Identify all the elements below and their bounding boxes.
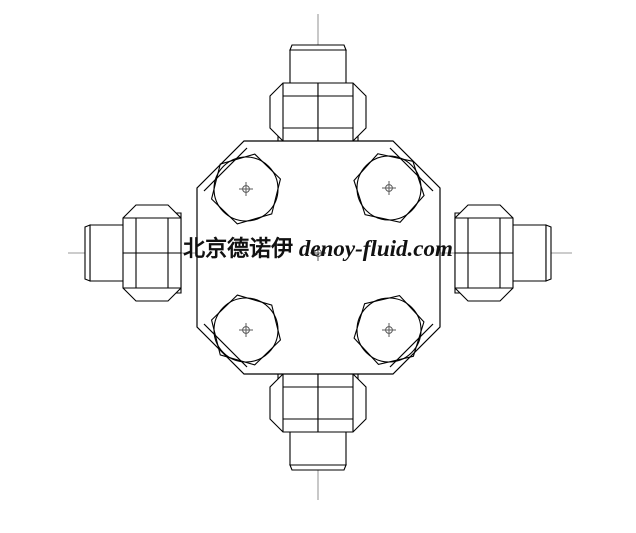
port-right-hex-nut [454,204,514,302]
port-right-spigot-chamfer [545,224,552,282]
port-bottom [269,373,367,471]
port-right-hex-top-face [454,204,514,254]
bolt-bottom-left [210,294,282,366]
body-chamfer-line-bottom-left [203,323,248,368]
bolt-bottom-left-center-mark [239,323,253,337]
body-chamfer-line-top-left [203,147,248,192]
port-top [269,44,367,142]
port-right [454,204,552,302]
bolt-bottom-left-circle [213,297,279,363]
bolt-top-right [353,153,425,223]
port-left-hex-bottom-face [122,252,182,302]
bolt-top-left-hex-head [210,153,282,225]
port-left-hex-top-face [122,204,182,254]
bolt-bottom-right [353,294,425,366]
bolt-bottom-right-center-mark [382,323,396,337]
port-top-hex-left-face [269,82,319,142]
bolt-bottom-right-circle [356,297,422,363]
port-bottom-hex-left-face [269,373,319,433]
bolt-top-left-center-mark [239,182,253,196]
port-top-spigot-chamfer [289,44,347,51]
body-chamfer-line-top-right [389,147,434,192]
bolt-top-left [210,153,282,225]
bolt-top-left-circle [213,156,279,222]
port-top-hex-right-face [317,82,367,142]
port-left-hex-nut [122,204,182,302]
port-bottom-hex-right-face [317,373,367,433]
port-top-hex-nut [269,82,367,142]
assembly-center-mark [310,245,326,261]
bolt-top-right-center-mark [382,181,396,195]
bolt-bottom-left-hex-head [210,294,282,366]
port-left-spigot-chamfer [84,224,91,282]
port-left [84,204,182,302]
bolt-bottom-right-hex-head [353,294,425,366]
port-bottom-spigot-chamfer [289,464,347,471]
bolt-top-right-hex-head [353,153,425,223]
port-right-hex-bottom-face [454,252,514,302]
port-bottom-hex-nut [269,373,367,433]
bolt-top-right-circle [356,155,422,221]
